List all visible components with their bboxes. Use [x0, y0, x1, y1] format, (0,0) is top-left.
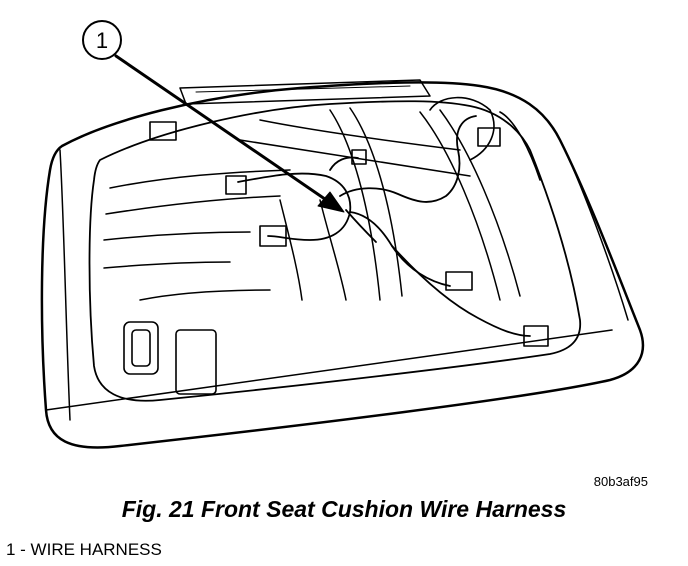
wire-harness: [225, 115, 549, 347]
inner-pan: [88, 79, 582, 402]
cushion-ribs: [103, 107, 521, 301]
legend-item: 1 - WIRE HARNESS: [6, 540, 162, 559]
callout-number: 1: [96, 28, 108, 53]
mount-brackets: [123, 96, 541, 395]
figure-legend: 1 - WIRE HARNESS: [6, 540, 162, 560]
callout-circle: [82, 20, 122, 60]
callout-leader-line: [114, 54, 340, 210]
seat-frame-outline: [40, 81, 645, 449]
figure-caption: Fig. 21 Front Seat Cushion Wire Harness: [121, 496, 567, 522]
callout-1: 1: [82, 20, 345, 213]
image-reference-code: 80b3af95: [593, 474, 648, 489]
callout-arrowhead: [317, 191, 345, 213]
seat-cushion-illustration: 1: [40, 20, 645, 449]
